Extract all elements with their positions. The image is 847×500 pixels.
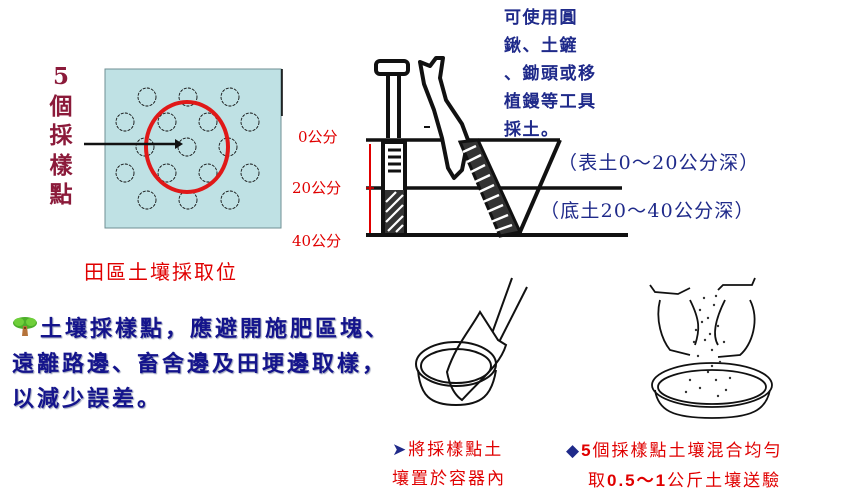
tool-text-line: 採土。 (504, 120, 560, 140)
depth-label-0: 0公分 (298, 128, 338, 146)
label-char: 樣 (49, 151, 73, 179)
label-char: 5 (52, 63, 69, 90)
sampling-point-grid (115, 87, 260, 210)
soil-profile-diagram (366, 56, 628, 238)
soil-auger-icon (374, 59, 410, 236)
sampling-point-circle (198, 112, 218, 132)
sampling-point-circle (220, 87, 240, 107)
tool-text-line: 、鋤頭或移 (504, 64, 597, 84)
caption-number: 0.5～1 (607, 471, 668, 490)
field-sampling-caption: 田區土壤採取位 (84, 260, 238, 284)
sampling-point-circle (198, 163, 218, 183)
field-box (104, 68, 282, 229)
caption-line: 將採樣點土 (408, 440, 504, 460)
caption-line: 個採樣點土壤混合均勻 (592, 441, 783, 461)
arrow-head-icon (175, 139, 183, 149)
subsoil-label: （底土20～40公分深） (540, 200, 755, 222)
sampling-point-circle (240, 112, 260, 132)
tree-icon (13, 317, 37, 336)
arrow-bullet-icon: ➤ (392, 440, 409, 460)
caption-line: 公斤土壤送驗 (667, 471, 782, 491)
highlight-ellipse (144, 100, 230, 194)
sampling-point-circle (157, 112, 177, 132)
topsoil-label: （表土0～20公分深） (558, 152, 760, 174)
spade-icon (418, 56, 562, 238)
caption-line: 取 (588, 471, 607, 491)
sampling-point-circle (137, 87, 157, 107)
tool-instructions: 可使用圓 鍬、土鏟 、鋤頭或移 植鏝等工具 採土。 (504, 4, 597, 144)
tool-text-line: 植鏝等工具 (504, 92, 597, 112)
hands-mixing-soil-illustration (649, 277, 773, 419)
step-caption-2: ◆5個採樣點土壤混合均勻 取0.5～1公斤土壤送驗 (566, 436, 783, 496)
sampling-point-circle (115, 163, 135, 183)
caption-line: 壤置於容器內 (392, 469, 506, 489)
sampling-point-circle (178, 87, 198, 107)
label-char: 點 (49, 181, 73, 208)
tool-text-line: 可使用圓 (504, 8, 578, 28)
sampling-point-circle (157, 163, 177, 183)
label-char: 採 (49, 122, 73, 149)
sampling-point-circle (220, 190, 240, 210)
sampling-note: 土壤採樣點，應避開施肥區塊、遠離路邊、畜舍邊及田埂邊取樣，以減少誤差。 (12, 312, 392, 417)
bowl-with-spade-illustration (415, 277, 528, 407)
note-text: 土壤採樣點，應避開施肥區塊、遠離路邊、畜舍邊及田埂邊取樣，以減少誤差。 (12, 316, 391, 412)
depth-label-20: 20公分 (292, 179, 342, 197)
diamond-bullet-icon: ◆ (566, 441, 582, 461)
step-caption-1: ➤將採樣點土 壤置於容器內 (392, 436, 506, 494)
depth-label-40: 40公分 (292, 232, 342, 250)
tool-text-line: 鍬、土鏟 (504, 36, 578, 56)
sampling-point-circle (115, 112, 135, 132)
label-char: 個 (49, 92, 73, 120)
caption-number: 5 (581, 441, 593, 460)
five-sampling-points-label: 5 個 採 樣 點 (44, 62, 78, 210)
sampling-point-circle (137, 190, 157, 210)
sampling-point-circle (240, 163, 260, 183)
